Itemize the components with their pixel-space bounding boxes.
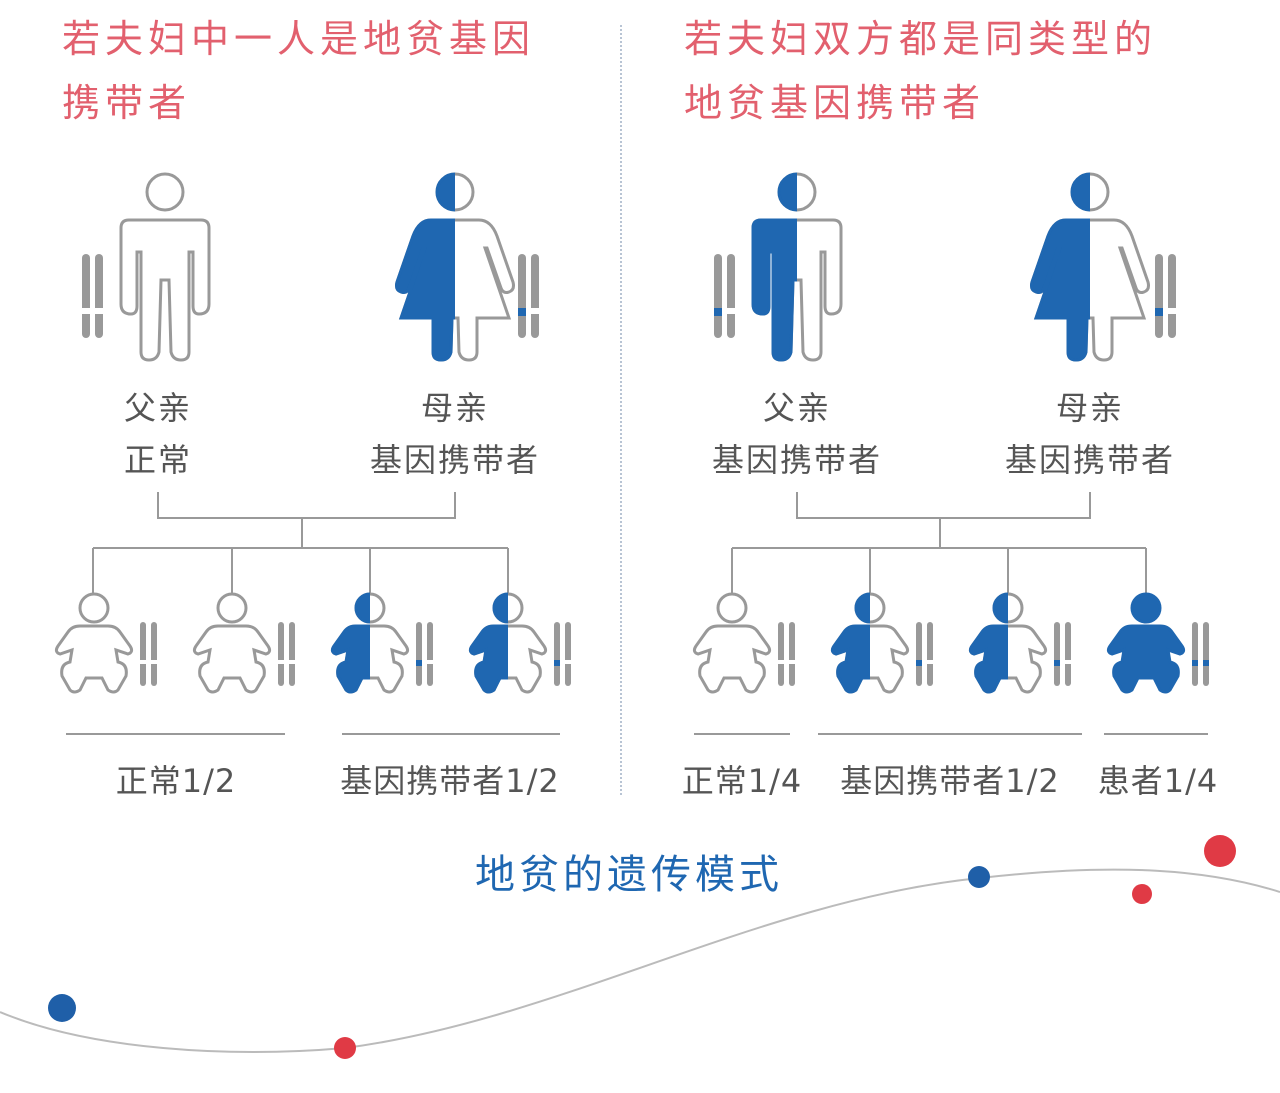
left-father-status-label: 正常 xyxy=(123,441,192,479)
right-mother-role-label: 母亲 xyxy=(1055,389,1124,427)
left-baby-2-icon xyxy=(192,592,272,694)
right-heading-line2: 地贫基因携带者 xyxy=(684,81,986,125)
right-baby-2-chromosome-pair-icon xyxy=(916,622,933,686)
right-baby-4-icon xyxy=(1106,592,1186,694)
right-father-chromosome-pair-icon xyxy=(714,254,735,338)
left-father-figure-icon xyxy=(119,172,211,362)
center-divider xyxy=(620,25,622,795)
right-baby-1-chromosome-pair-icon xyxy=(778,622,795,686)
blue-dot-right xyxy=(968,866,990,888)
right-father-figure-icon xyxy=(751,172,843,362)
right-father-role-label: 父亲 xyxy=(762,389,831,427)
left-heading-line2: 携带者 xyxy=(62,81,192,125)
left-baby-3-chromosome-pair-icon xyxy=(416,622,433,686)
right-heading-line1: 若夫妇双方都是同类型的 xyxy=(684,17,1158,61)
footer-title: 地贫的遗传模式 xyxy=(475,852,783,898)
left-baby-3-icon xyxy=(330,592,410,694)
left-heading-line1: 若夫妇中一人是地贫基因 xyxy=(62,17,536,61)
left-baby-1-icon xyxy=(54,592,134,694)
left-family-tree-lines xyxy=(92,492,509,598)
left-baby-2-chromosome-pair-icon xyxy=(278,622,295,686)
right-outcome-normal-label: 正常1/4 xyxy=(681,762,803,800)
decorative-wave-line xyxy=(0,868,1280,1053)
right-baby-1-icon xyxy=(692,592,772,694)
red-dot-small xyxy=(1132,884,1152,904)
left-outcome-carrier-label: 基因携带者1/2 xyxy=(340,762,560,800)
right-baby-3-chromosome-pair-icon xyxy=(1054,622,1071,686)
right-baby-3-icon xyxy=(968,592,1048,694)
right-baby-2-icon xyxy=(830,592,910,694)
right-family-tree-lines xyxy=(731,492,1147,598)
left-outcome-normal-label: 正常1/2 xyxy=(115,762,237,800)
left-mother-figure-icon xyxy=(395,172,515,362)
left-mother-chromosome-pair-icon xyxy=(518,254,539,338)
left-baby-4-chromosome-pair-icon xyxy=(554,622,571,686)
right-baby-4-chromosome-pair-icon xyxy=(1192,622,1209,686)
right-outcome-carrier-label: 基因携带者1/2 xyxy=(840,762,1060,800)
left-baby-1-chromosome-pair-icon xyxy=(140,622,157,686)
blue-dot-left xyxy=(48,994,76,1022)
left-father-chromosome-pair-icon xyxy=(82,254,103,338)
right-mother-figure-icon xyxy=(1030,172,1150,362)
left-mother-role-label: 母亲 xyxy=(420,389,489,427)
left-baby-4-icon xyxy=(468,592,548,694)
left-mother-status-label: 基因携带者 xyxy=(369,441,540,479)
red-dot-large xyxy=(1204,835,1236,867)
right-father-status-label: 基因携带者 xyxy=(711,441,882,479)
right-mother-chromosome-pair-icon xyxy=(1155,254,1176,338)
right-mother-status-label: 基因携带者 xyxy=(1004,441,1175,479)
right-outcome-patient-label: 患者1/4 xyxy=(1097,762,1219,800)
left-father-role-label: 父亲 xyxy=(123,389,192,427)
red-dot-bottom xyxy=(334,1037,356,1059)
